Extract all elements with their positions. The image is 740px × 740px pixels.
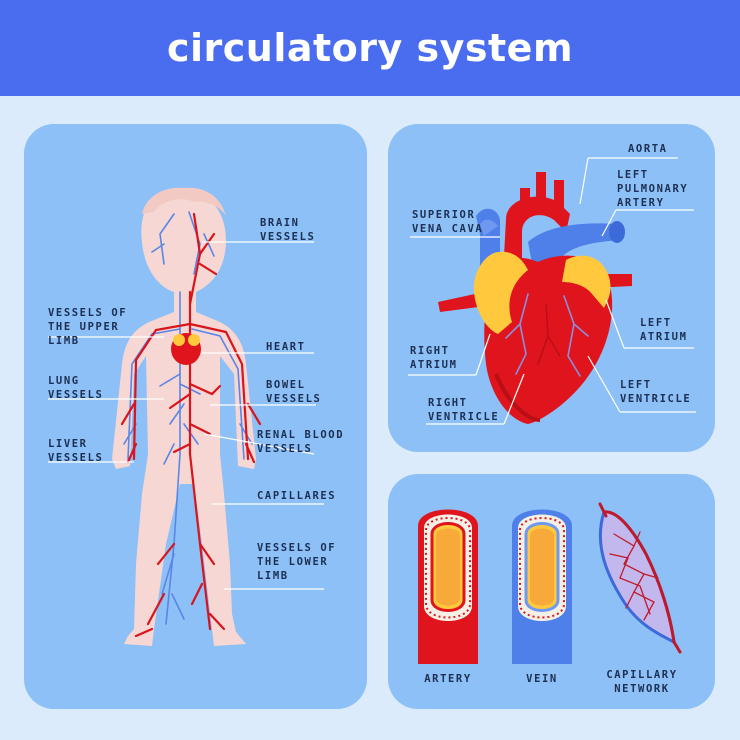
vein-cross-section [512, 509, 572, 664]
label-lung-vessels: LUNG VESSELS [48, 375, 104, 401]
vessel-types-panel: ARTERY VEIN CAPILLARY NETWORK [388, 474, 715, 709]
label-heart: HEART [266, 341, 306, 353]
label-left-ventricle: LEFT VENTRICLE [620, 379, 692, 405]
label-capillary-network: CAPILLARY NETWORK [606, 669, 678, 695]
body-panel: BRAIN VESSELS VESSELS OF THE UPPER LIMB … [24, 124, 367, 709]
heart-panel: AORTA LEFT PULMONARY ARTERY SUPERIOR VEN… [388, 124, 715, 452]
label-vessels-upper-limb: VESSELS OF THE UPPER LIMB [48, 307, 128, 347]
label-aorta: AORTA [628, 143, 668, 155]
title-banner: circulatory system [0, 0, 740, 96]
label-vein: VEIN [526, 673, 558, 685]
page-title: circulatory system [166, 26, 574, 70]
label-vessels-lower-limb: VESSELS OF THE LOWER LIMB [257, 542, 337, 582]
label-right-atrium: RIGHT ATRIUM [410, 345, 458, 371]
vessel-types-illustration [418, 502, 682, 664]
label-capillares: CAPILLARES [257, 490, 337, 502]
label-bowel-vessels: BOWEL VESSELS [266, 379, 322, 405]
label-right-ventricle: RIGHT VENTRICLE [428, 397, 500, 423]
body-illustration [48, 187, 324, 646]
label-left-atrium: LEFT ATRIUM [640, 317, 688, 343]
heart-illustration [408, 157, 696, 425]
artery-cross-section [418, 509, 478, 664]
label-superior-vena-cava: SUPERIOR VENA CAVA [412, 209, 484, 235]
label-renal-blood-vessels: RENAL BLOOD VESSELS [257, 429, 345, 455]
label-left-pulmonary-artery: LEFT PULMONARY ARTERY [617, 169, 689, 209]
label-artery: ARTERY [424, 673, 472, 685]
label-liver-vessels: LIVER VESSELS [48, 438, 104, 464]
label-brain-vessels: BRAIN VESSELS [260, 217, 316, 243]
capillary-network-drawing [598, 502, 682, 654]
